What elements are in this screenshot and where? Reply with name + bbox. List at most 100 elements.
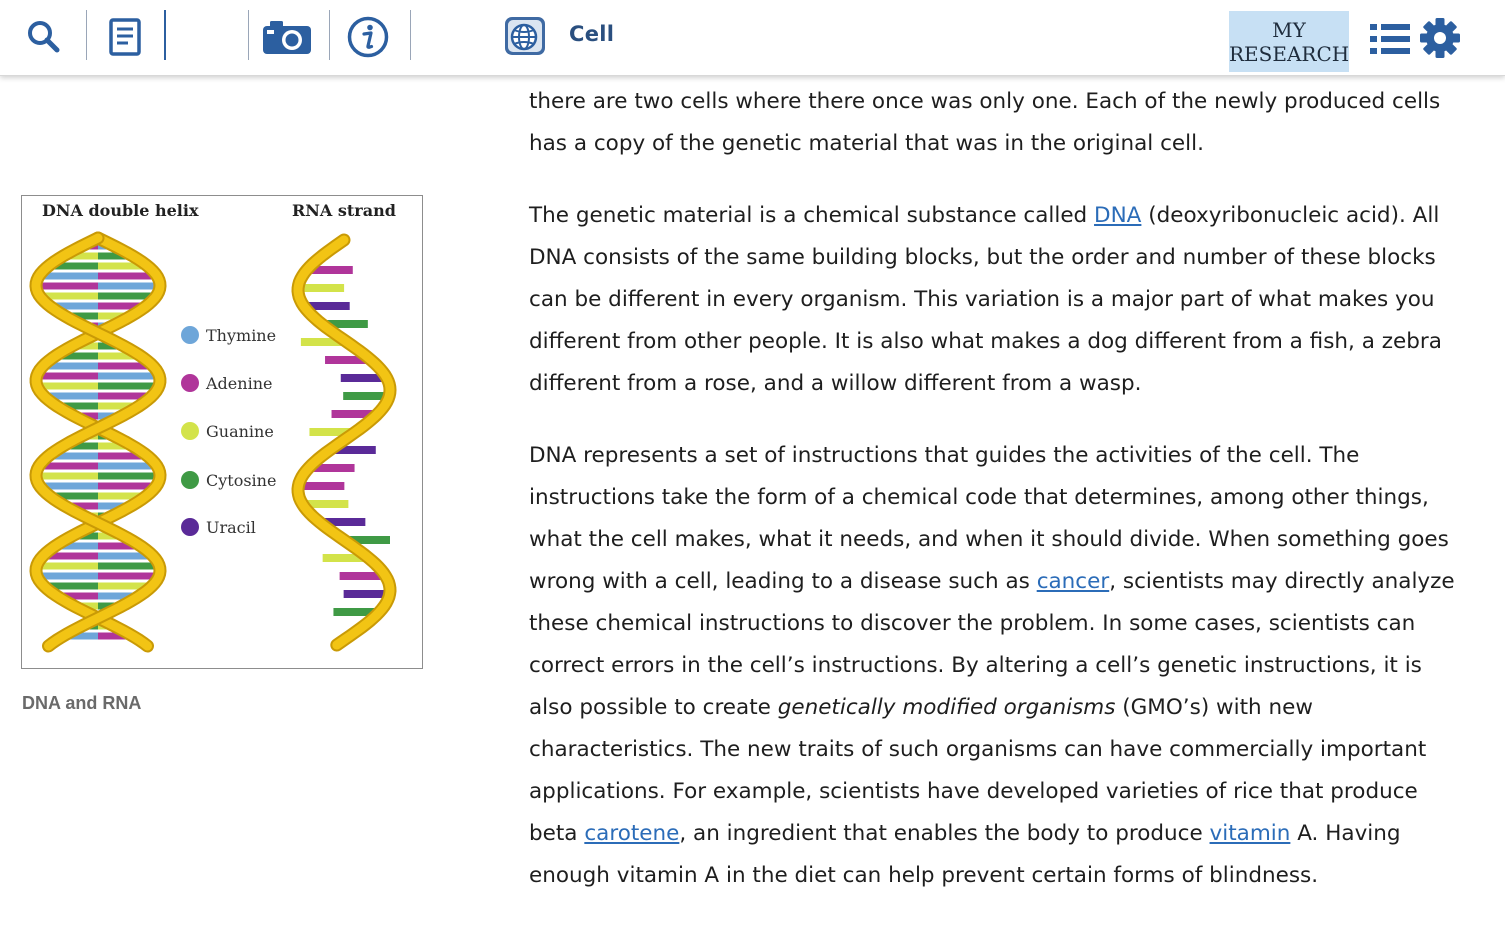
legend-label: Guanine: [206, 422, 274, 441]
base-pair-half: [56, 592, 98, 600]
page-title: Cell: [569, 22, 615, 46]
rna-backbone-strand: [293, 235, 395, 650]
base-pair-half: [36, 472, 98, 480]
rna-base: [344, 536, 390, 544]
rna-base: [306, 266, 353, 274]
paragraph: there are two cells where there once was…: [529, 89, 1441, 156]
base-pair-half: [43, 582, 98, 590]
search-button[interactable]: [16, 12, 72, 62]
rna-base: [298, 284, 345, 292]
dna-rna-illustration: DNA double helix RNA strand Thymine Aden…: [29, 201, 397, 653]
document-button[interactable]: [97, 12, 153, 62]
legend-item-guanine: Guanine: [181, 422, 274, 441]
rna-base: [309, 428, 356, 436]
base-pair-half: [39, 462, 98, 470]
emphasis-term: genetically modified organisms: [777, 695, 1116, 720]
base-pair-half: [48, 262, 98, 270]
base-pair-half: [98, 442, 133, 450]
dna-backbone-strand: [31, 233, 165, 651]
base-pair-half: [63, 252, 98, 260]
base-pair-half: [98, 272, 157, 280]
legend-label: Thymine: [206, 326, 276, 345]
rna-base: [333, 608, 380, 616]
link-dna[interactable]: DNA: [1094, 203, 1142, 228]
base-pair-half: [36, 282, 98, 290]
list-icon[interactable]: [1368, 20, 1412, 58]
figure-caption: DNA and RNA: [22, 693, 142, 713]
dna-rna-figure[interactable]: DNA double helix RNA strand Thymine Aden…: [21, 195, 423, 669]
globe-logo-icon: [505, 17, 545, 55]
dna-backbone-strand: [31, 233, 165, 651]
base-pair-half: [39, 292, 98, 300]
base-pair-half: [64, 312, 98, 320]
toolbar-divider: [410, 10, 411, 60]
base-pair-half: [98, 392, 153, 400]
base-pair-half: [56, 402, 98, 410]
gear-icon[interactable]: [1418, 16, 1462, 60]
base-pair-half: [98, 462, 157, 470]
base-pair-half: [36, 372, 98, 380]
link-carotene[interactable]: carotene: [584, 821, 680, 846]
base-pair-half: [63, 442, 98, 450]
rna-base: [300, 338, 347, 346]
base-pair-half: [37, 572, 98, 580]
paragraph: DNA represents a set of instructions tha…: [529, 443, 1455, 888]
base-pair-half: [37, 382, 98, 390]
base-pair-half: [98, 552, 154, 560]
base-pair-half: [43, 392, 98, 400]
base-pair-half: [98, 352, 141, 360]
paragraph: The genetic material is a chemical subst…: [529, 203, 1442, 396]
base-pair-half: [98, 492, 147, 500]
media-button[interactable]: [259, 12, 315, 62]
my-research-label: MY: [1272, 17, 1306, 42]
base-pair-half: [98, 382, 159, 390]
base-pair-half: [98, 402, 140, 410]
base-pair-half: [98, 262, 148, 270]
base-pair-half: [64, 502, 98, 510]
base-pair-half: [98, 302, 147, 310]
base-pair-half: [48, 452, 98, 460]
rna-base: [343, 590, 390, 598]
rna-base: [321, 320, 368, 328]
legend-item-cytosine: Cytosine: [181, 471, 276, 490]
base-pair-half: [98, 282, 160, 290]
legend-item-adenine: Adenine: [181, 374, 272, 393]
rna-base: [322, 554, 369, 562]
link-cancer[interactable]: cancer: [1036, 569, 1110, 594]
camera-icon: [263, 21, 311, 54]
base-pair-half: [98, 502, 132, 510]
info-icon: [347, 16, 389, 58]
base-pair-half: [49, 492, 98, 500]
base-pair-half: [98, 252, 133, 260]
base-pair-half: [98, 592, 140, 600]
thymine-dot: [181, 326, 199, 344]
base-pair-half: [55, 542, 98, 550]
top-toolbar: Cell MY RESEARCH: [0, 0, 1505, 76]
adenine-dot: [181, 374, 199, 392]
legend-item-thymine: Thymine: [181, 326, 276, 345]
rna-base: [331, 410, 378, 418]
toolbar-divider: [86, 10, 87, 60]
base-pair-half: [98, 362, 154, 370]
rna-base: [340, 374, 387, 382]
toolbar-divider: [248, 10, 249, 60]
legend-label: Uracil: [206, 518, 256, 537]
base-pair-half: [39, 482, 98, 490]
base-pair-half: [98, 542, 141, 550]
document-icon: [109, 18, 141, 56]
base-pair-half: [98, 632, 133, 640]
rna-base: [303, 302, 350, 310]
link-vitamin[interactable]: vitamin: [1209, 821, 1291, 846]
my-research-button[interactable]: MY RESEARCH: [1229, 11, 1349, 72]
base-pair-half: [98, 482, 157, 490]
toolbar-divider: [329, 10, 330, 60]
info-button[interactable]: [340, 12, 396, 62]
my-research-label: RESEARCH: [1229, 41, 1350, 66]
rna-base: [319, 518, 366, 526]
base-pair-half: [42, 552, 98, 560]
legend-label: Adenine: [205, 374, 272, 393]
guanine-dot: [181, 422, 199, 440]
rna-base: [298, 482, 345, 490]
rna-base: [308, 464, 355, 472]
base-pair-half: [63, 632, 98, 640]
